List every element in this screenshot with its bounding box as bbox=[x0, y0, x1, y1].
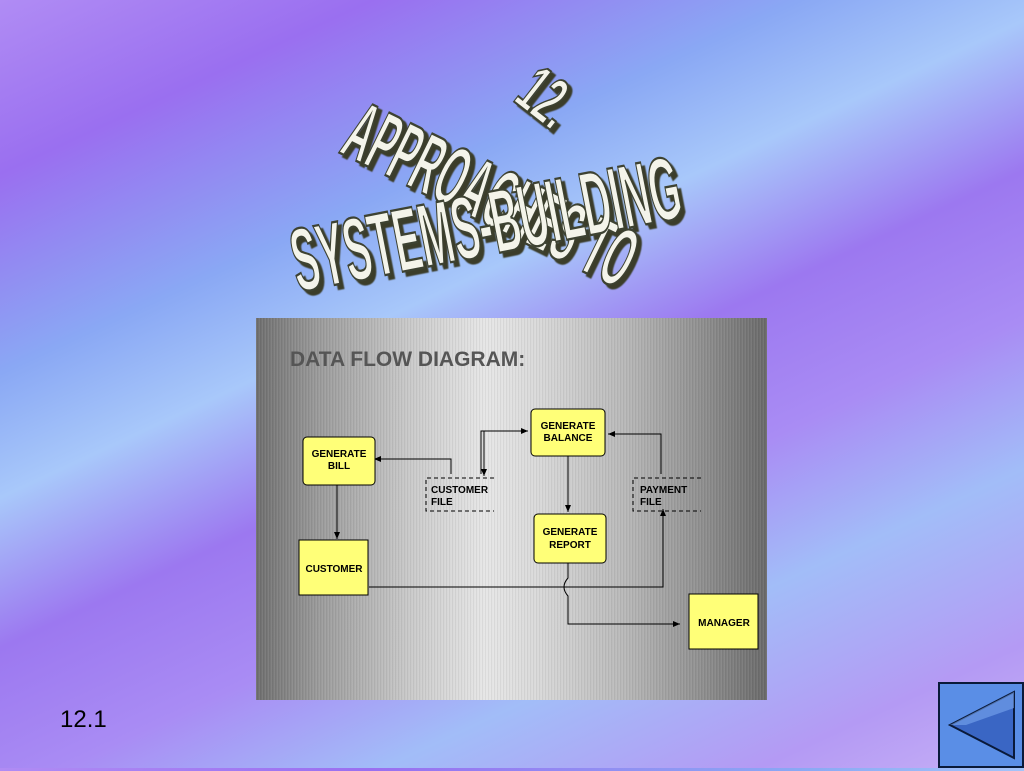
data-flow-diagram: DATA FLOW DIAGRAM: GENERATE BILL GENERAT… bbox=[290, 348, 759, 650]
svg-text:BILL: BILL bbox=[328, 461, 350, 472]
svg-text:CUSTOMER: CUSTOMER bbox=[305, 564, 363, 575]
diagram-panel: DATA FLOW DIAGRAM: GENERATE BILL GENERAT… bbox=[256, 318, 767, 700]
svg-text:BALANCE: BALANCE bbox=[544, 433, 593, 444]
flow-lines bbox=[334, 428, 680, 627]
left-triangle-icon bbox=[947, 690, 1015, 760]
store-customer-file: CUSTOMER FILE bbox=[425, 477, 494, 512]
svg-text:FILE: FILE bbox=[431, 497, 453, 508]
svg-text:GENERATE: GENERATE bbox=[312, 449, 367, 460]
svg-text:FILE: FILE bbox=[640, 497, 662, 508]
svg-text:REPORT: REPORT bbox=[549, 540, 591, 551]
title-line-number: 12. bbox=[503, 52, 590, 143]
store-payment-file: PAYMENT FILE bbox=[632, 477, 701, 512]
process-generate-bill: GENERATE BILL bbox=[302, 436, 376, 486]
svg-text:PAYMENT: PAYMENT bbox=[640, 485, 687, 496]
diagram-heading: DATA FLOW DIAGRAM: bbox=[290, 348, 525, 371]
svg-text:GENERATE: GENERATE bbox=[543, 527, 598, 538]
svg-text:CUSTOMER: CUSTOMER bbox=[431, 485, 489, 496]
process-generate-balance: GENERATE BALANCE bbox=[530, 408, 606, 457]
slide-title: 12. APPROACHES TO SYSTEMS-BUILDING bbox=[282, 51, 690, 312]
page-number: 12.1 bbox=[60, 706, 107, 733]
entity-customer: CUSTOMER bbox=[298, 539, 369, 596]
svg-text:GENERATE: GENERATE bbox=[541, 421, 596, 432]
process-generate-report: GENERATE REPORT bbox=[533, 513, 607, 564]
svg-text:MANAGER: MANAGER bbox=[698, 618, 750, 629]
previous-slide-button[interactable] bbox=[938, 682, 1024, 768]
entity-manager: MANAGER bbox=[688, 593, 759, 650]
